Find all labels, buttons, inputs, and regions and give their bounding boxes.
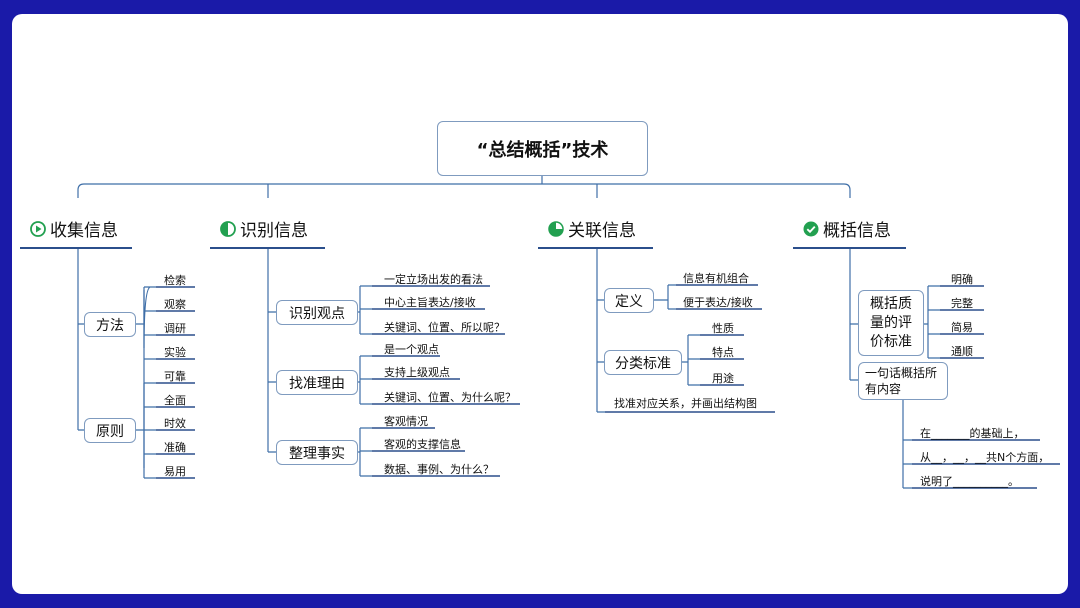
method-item: 观察 [164,298,186,311]
view-box: 识别观点 [276,300,358,325]
define-item: 便于表达/接收 [683,296,753,309]
view-item: 中心主旨表达/接收 [384,296,476,309]
facts-item: 数据、事例、为什么？ [384,463,494,476]
criteria-item: 简易 [951,321,973,334]
classify-item: 用途 [712,372,734,385]
view-label: 识别观点 [289,305,345,322]
check-circle-icon [803,221,819,236]
section-collect: 收集信息 [30,216,118,241]
half-circle-icon [220,220,236,237]
section-collect-label: 收集信息 [50,221,118,241]
reason-item: 支持上级观点 [384,366,450,379]
section-summarize-label: 概括信息 [823,221,891,241]
section-relate-label: 关联信息 [568,221,636,241]
principle-item: 时效 [164,417,186,430]
principle-item: 准确 [164,441,186,454]
view-item: 一定立场出发的看法 [384,273,483,286]
define-box: 定义 [604,288,654,313]
view-item: 关键词、位置、所以呢？ [384,321,505,334]
root-title-box: “总结概括”技术 [437,121,648,176]
reason-item: 关键词、位置、为什么呢？ [384,391,516,404]
principle-item: 全面 [164,394,186,407]
facts-label: 整理事实 [289,445,345,462]
facts-item: 客观情况 [384,415,428,428]
classify-item: 性质 [712,322,734,335]
define-item: 信息有机组合 [683,272,749,285]
facts-item: 客观的支撑信息 [384,438,461,451]
facts-box: 整理事实 [276,440,358,465]
root-title: “总结概括”技术 [476,139,609,161]
classify-box: 分类标准 [604,350,682,375]
method-item: 调研 [164,322,186,335]
section-identify: 识别信息 [220,216,308,241]
criteria-label: 概括质量的评价标准 [870,295,912,350]
method-item: 检索 [164,274,186,287]
reason-label: 找准理由 [289,375,345,392]
reason-item: 是一个观点 [384,343,439,356]
sentence-line: 说明了__________。 [920,475,1019,488]
method-box: 方法 [84,312,136,337]
sentence-box: 一句话概括所有内容 [858,362,948,400]
play-circle-icon [30,220,46,237]
section-summarize: 概括信息 [803,216,891,241]
criteria-item: 明确 [951,273,973,286]
sentence-line: 在_______的基础上， [920,427,1025,440]
principle-label: 原则 [96,423,124,440]
criteria-box: 概括质量的评价标准 [858,290,924,356]
sentence-label: 一句话概括所有内容 [865,366,938,396]
structure-item: 找准对应关系，并画出结构图 [614,397,757,410]
criteria-item: 完整 [951,297,973,310]
principle-box: 原则 [84,418,136,443]
method-item: 实验 [164,346,186,359]
section-relate: 关联信息 [548,216,636,241]
criteria-item: 通顺 [951,345,973,358]
principle-item: 易用 [164,465,186,478]
classify-label: 分类标准 [615,355,671,372]
section-identify-label: 识别信息 [240,221,308,241]
method-label: 方法 [96,317,124,334]
define-label: 定义 [615,293,643,310]
classify-item: 特点 [712,346,734,359]
principle-item: 可靠 [164,370,186,383]
reason-box: 找准理由 [276,370,358,395]
three-quarter-circle-icon [548,220,564,237]
sentence-line: 从__，__，__共N个方面， [920,451,1050,464]
